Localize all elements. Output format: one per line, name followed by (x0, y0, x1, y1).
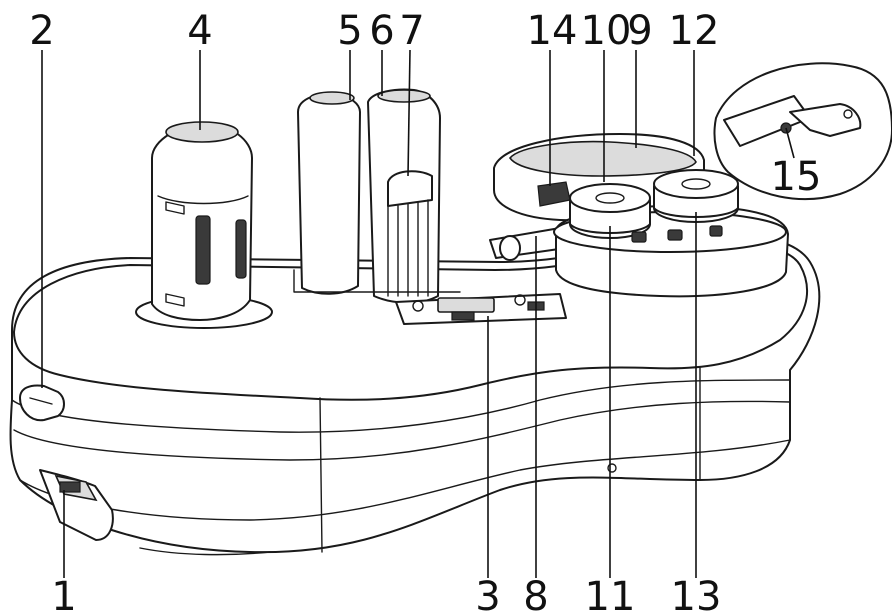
upright-holders (293, 88, 461, 304)
callout-11: 11 (585, 574, 636, 614)
callout-labels: 2 4 5 6 7 14 10 9 12 15 1 3 8 11 13 (29, 8, 821, 614)
callout-6: 6 (369, 8, 394, 54)
roller-platform (553, 169, 789, 298)
callout-10: 10 (581, 8, 632, 54)
callout-3: 3 (475, 574, 500, 614)
callout-8: 8 (523, 574, 548, 614)
callout-14: 14 (527, 8, 578, 54)
callout-13: 13 (671, 574, 722, 614)
tray-assembly (489, 133, 705, 261)
callout-1: 1 (51, 574, 76, 614)
callout-2: 2 (29, 8, 54, 54)
cylinder-holder (135, 121, 273, 329)
callout-15: 15 (771, 154, 822, 200)
callout-7: 7 (399, 8, 424, 54)
callout-12: 12 (669, 8, 720, 54)
callout-9: 9 (627, 8, 652, 54)
callout-5: 5 (337, 8, 362, 54)
leader-lines (41, 49, 795, 578)
detail-inset (713, 62, 892, 200)
callout-4: 4 (187, 8, 212, 54)
